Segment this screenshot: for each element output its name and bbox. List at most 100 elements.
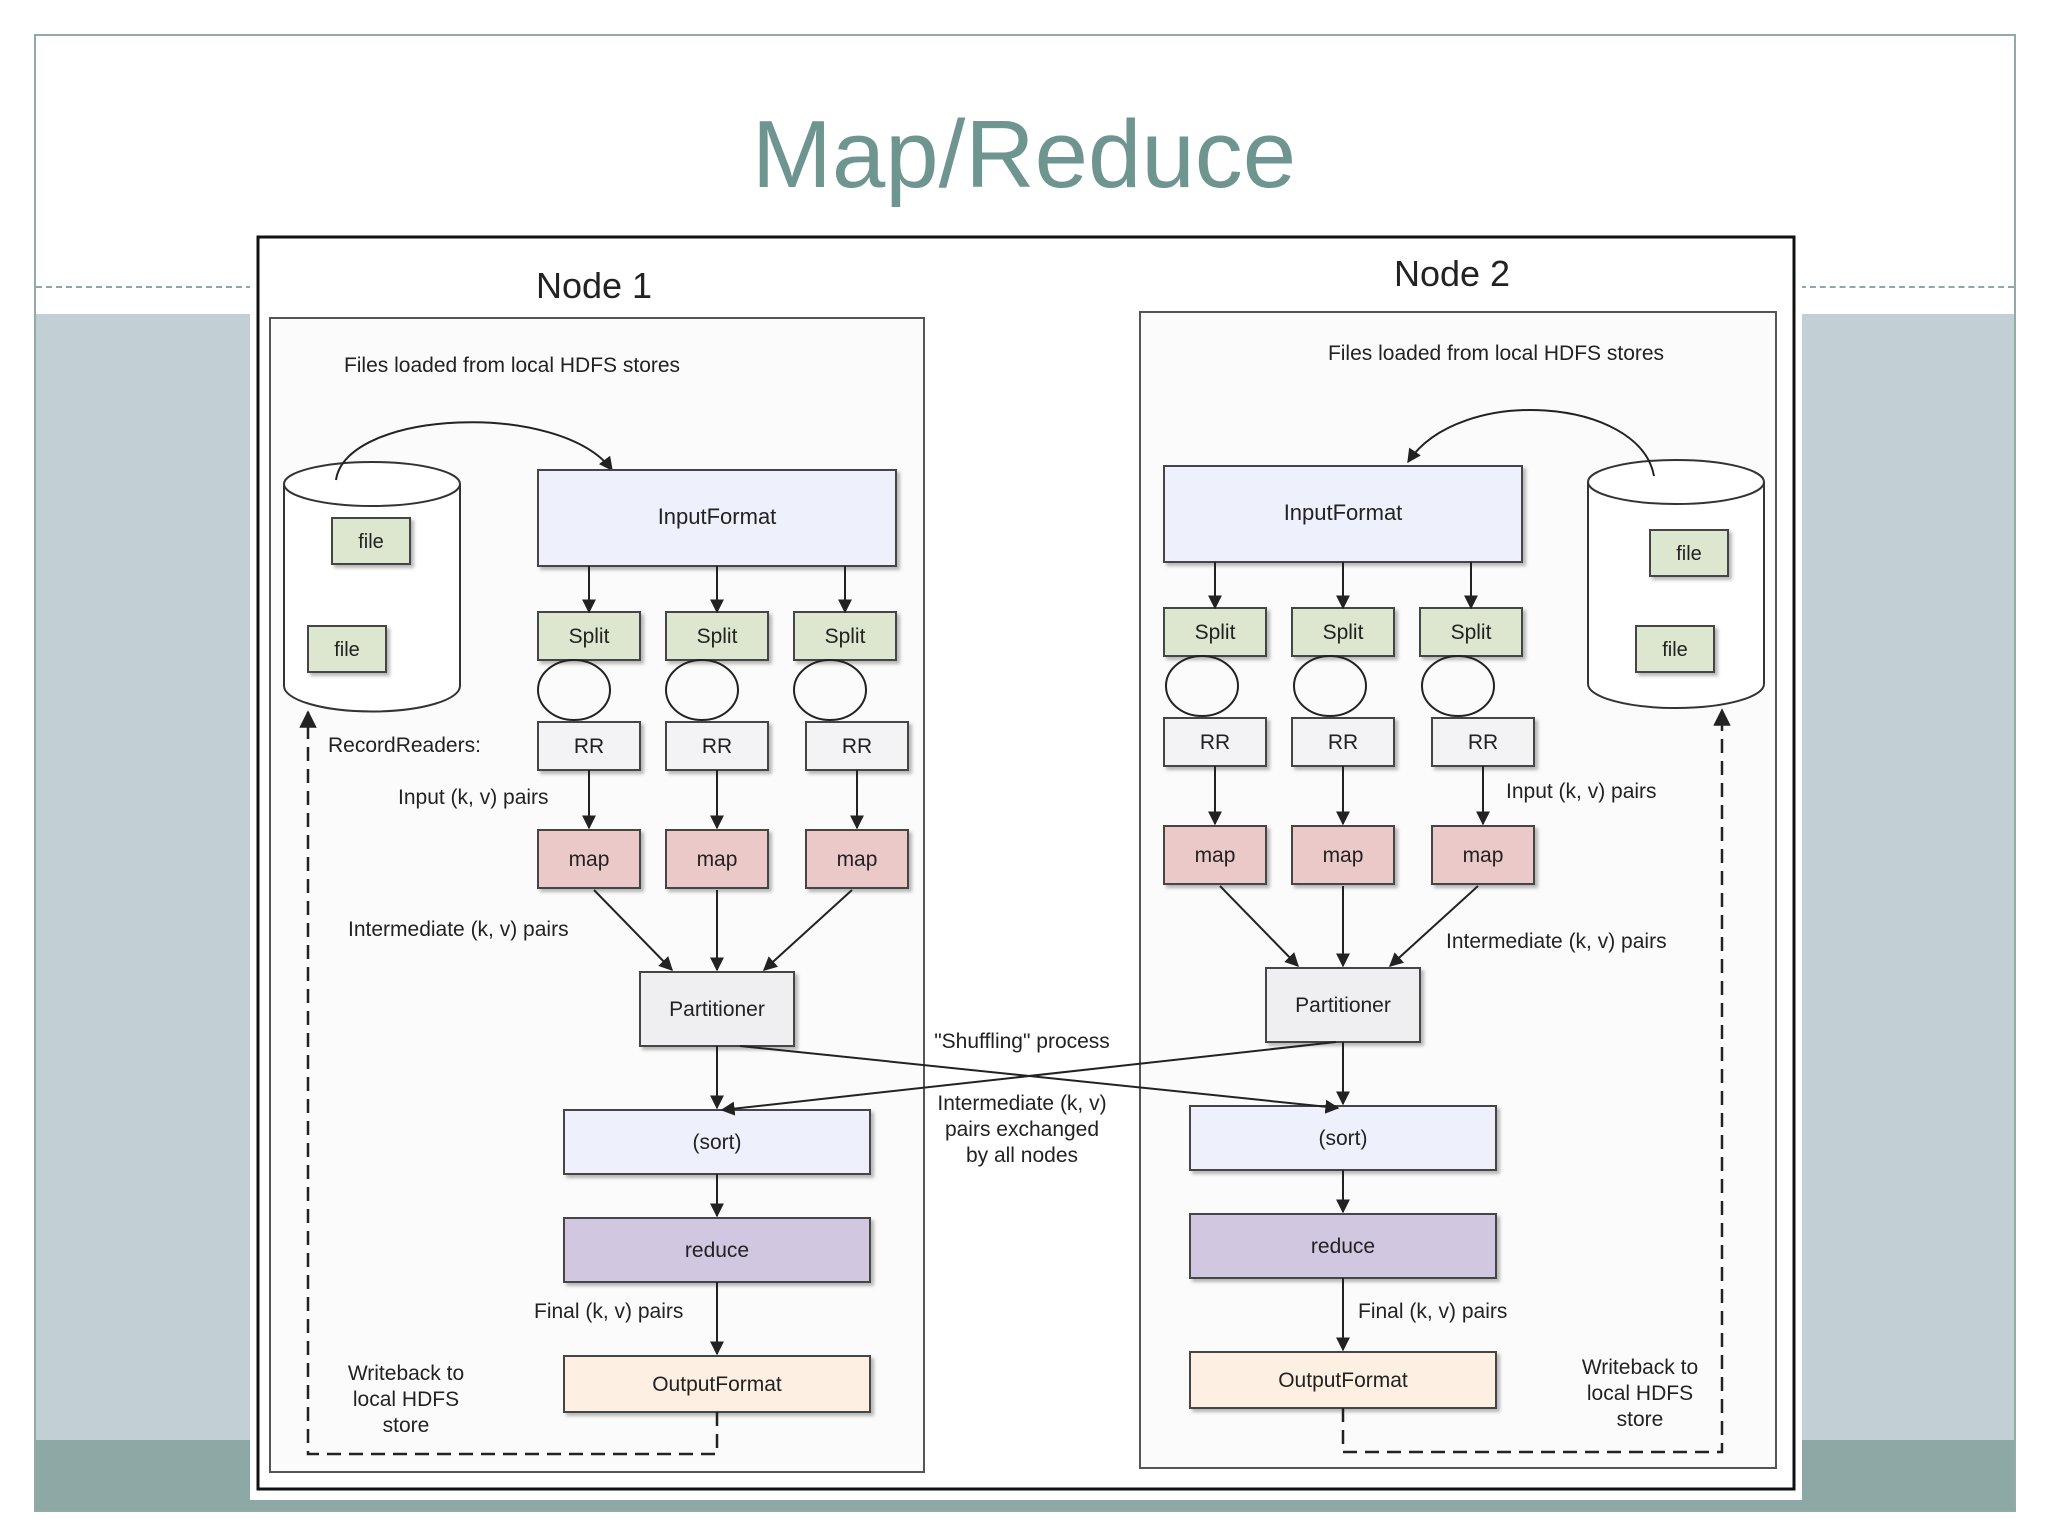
svg-text:InputFormat: InputFormat: [658, 504, 777, 529]
svg-text:map: map: [697, 848, 738, 871]
node-1-loop-icon-1: [537, 659, 611, 721]
svg-text:Split: Split: [569, 625, 610, 648]
node-1-output-format: OutputFormat: [563, 1355, 871, 1413]
node-2-input-format: InputFormat: [1163, 465, 1523, 563]
node-1-rr-3: RR: [805, 721, 909, 771]
svg-text:map: map: [569, 848, 610, 871]
divider-line-right: [1800, 286, 2014, 288]
node-1-split-3: Split: [793, 611, 897, 661]
node-2-load-arrow: [1407, 409, 1655, 477]
svg-text:OutputFormat: OutputFormat: [652, 1373, 782, 1396]
node-2-file-1: file: [1649, 529, 1729, 577]
svg-text:local HDFS: local HDFS: [353, 1388, 459, 1411]
node-1-file-1: file: [331, 517, 411, 565]
svg-text:store: store: [1617, 1408, 1664, 1431]
svg-text:RR: RR: [1328, 731, 1358, 754]
svg-text:RR: RR: [842, 735, 872, 758]
svg-text:map: map: [1463, 844, 1504, 867]
node-2-arrow-map-part-1: [1219, 885, 1299, 968]
node-2-rr-2: RR: [1291, 717, 1395, 767]
node-2-map-1: map: [1163, 825, 1267, 885]
node-2-split-2: Split: [1291, 607, 1395, 657]
node-2-loop-icon-3: [1421, 655, 1495, 717]
node-1-rr-2: RR: [665, 721, 769, 771]
node-2-file-2: file: [1635, 625, 1715, 673]
node-1-input-format: InputFormat: [537, 469, 897, 567]
svg-text:map: map: [1323, 844, 1364, 867]
node-1-map-3: map: [805, 829, 909, 889]
svg-text:store: store: [383, 1414, 430, 1437]
node-1-sort: (sort): [563, 1109, 871, 1175]
svg-text:file: file: [358, 531, 384, 553]
svg-text:file: file: [334, 639, 360, 661]
node-1-reduce: reduce: [563, 1217, 871, 1283]
node-2-arrow-map-part-3: [1388, 885, 1479, 967]
svg-text:Split: Split: [1323, 621, 1364, 644]
node-1-map-1: map: [537, 829, 641, 889]
node-2-sort: (sort): [1189, 1105, 1497, 1171]
node-1-split-2: Split: [665, 611, 769, 661]
node-2-partitioner: Partitioner: [1265, 967, 1421, 1043]
slide-title: Map/Reduce: [751, 101, 1297, 208]
node-2-split-3: Split: [1419, 607, 1523, 657]
svg-text:Writeback to: Writeback to: [1582, 1356, 1698, 1379]
node-2-loop-icon-2: [1293, 655, 1367, 717]
node-1: Node 1 Files loaded from local HDFS stor…: [269, 265, 925, 1473]
node-2-intermediate-label: Intermediate (k, v) pairs: [1446, 930, 1667, 953]
svg-text:Split: Split: [697, 625, 738, 648]
node-1-final-label: Final (k, v) pairs: [534, 1300, 683, 1323]
svg-text:(sort): (sort): [1319, 1127, 1368, 1150]
node-1-partitioner: Partitioner: [639, 971, 795, 1047]
node-2-writeback-label: Writeback to local HDFS store: [1582, 1356, 1698, 1431]
shuffle-arrow-node2-to-node1: [720, 1041, 1337, 1116]
figure-border: [256, 235, 1796, 1491]
shuffle-label: "Shuffling" process: [934, 1030, 1110, 1053]
node-1-record-readers-label: RecordReaders:: [328, 734, 481, 757]
svg-text:Partitioner: Partitioner: [1295, 994, 1391, 1017]
node-1-writeback-arrow: [299, 710, 719, 1456]
shuffle-arrow-node1-to-node2: [739, 1045, 1340, 1114]
svg-text:Split: Split: [825, 625, 866, 648]
node-1-loop-icon-2: [665, 659, 739, 721]
shuffle-caption-line-3: by all nodes: [966, 1144, 1078, 1167]
svg-text:Split: Split: [1451, 621, 1492, 644]
svg-text:Partitioner: Partitioner: [669, 998, 765, 1021]
svg-text:map: map: [837, 848, 878, 871]
node-1-file-2: file: [307, 625, 387, 673]
svg-text:Writeback to: Writeback to: [348, 1362, 464, 1385]
node-2-rr-1: RR: [1163, 717, 1267, 767]
svg-text:map: map: [1195, 844, 1236, 867]
node-2-rr-3: RR: [1431, 717, 1535, 767]
node-2-final-label: Final (k, v) pairs: [1358, 1300, 1507, 1323]
node-1-arrow-map-part-3: [762, 889, 853, 971]
node-1-hdfs-store-icon: [283, 461, 461, 713]
svg-text:file: file: [1676, 543, 1702, 565]
shuffle-caption-line-1: Intermediate (k, v): [937, 1092, 1106, 1115]
svg-text:(sort): (sort): [693, 1131, 742, 1154]
node-1-map-2: map: [665, 829, 769, 889]
svg-text:Split: Split: [1195, 621, 1236, 644]
node-1-title: Node 1: [536, 265, 652, 306]
node-1-intermediate-label: Intermediate (k, v) pairs: [348, 918, 569, 941]
node-2-output-format: OutputFormat: [1189, 1351, 1497, 1409]
divider-line-left: [36, 286, 252, 288]
svg-text:OutputFormat: OutputFormat: [1278, 1369, 1408, 1392]
node-2-input-pairs-label: Input (k, v) pairs: [1506, 780, 1657, 803]
node-1-split-1: Split: [537, 611, 641, 661]
node-1-loop-icon-3: [793, 659, 867, 721]
node-2-reduce: reduce: [1189, 1213, 1497, 1279]
node-1-arrow-map-part-1: [593, 889, 673, 972]
node-1-rr-1: RR: [537, 721, 641, 771]
svg-text:RR: RR: [1468, 731, 1498, 754]
node-1-files-loaded-label: Files loaded from local HDFS stores: [344, 354, 680, 377]
svg-text:InputFormat: InputFormat: [1284, 500, 1403, 525]
svg-text:RR: RR: [702, 735, 732, 758]
node-2-split-1: Split: [1163, 607, 1267, 657]
shuffle: "Shuffling" process Intermediate (k, v) …: [720, 1030, 1340, 1167]
node-2-files-loaded-label: Files loaded from local HDFS stores: [1328, 342, 1664, 365]
node-1-input-pairs-label: Input (k, v) pairs: [398, 786, 549, 809]
svg-text:RR: RR: [1200, 731, 1230, 754]
node-2-writeback-arrow: [1341, 708, 1731, 1454]
